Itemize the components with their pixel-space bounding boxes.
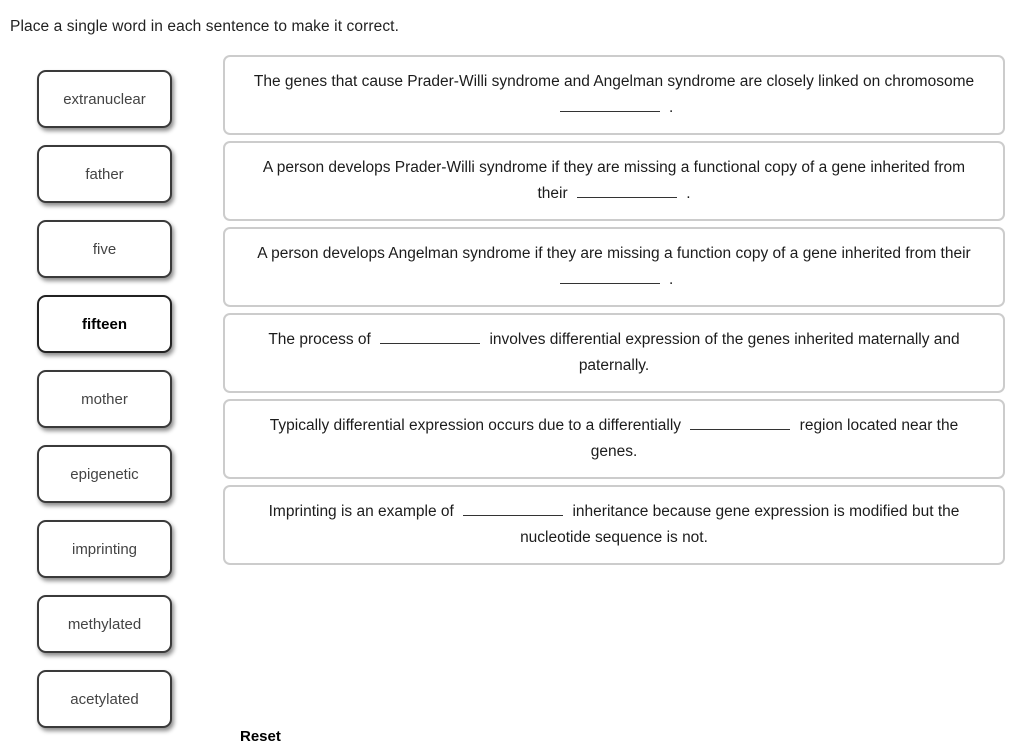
sentence-blank-dropzone[interactable] xyxy=(559,97,660,112)
sentence-text-after: . xyxy=(669,271,674,288)
sentence-box[interactable]: A person develops Prader-Willi syndrome … xyxy=(223,141,1005,221)
sentence-blank-dropzone[interactable] xyxy=(559,269,660,284)
word-tile[interactable]: epigenetic xyxy=(37,445,172,503)
sentence-text-before: Typically differential expression occurs… xyxy=(269,417,682,434)
word-tile[interactable]: imprinting xyxy=(37,520,172,578)
sentence-text-before: A person develops Angelman syndrome if t… xyxy=(257,245,971,262)
sentence-box[interactable]: Typically differential expression occurs… xyxy=(223,399,1005,479)
word-tile[interactable]: father xyxy=(37,145,172,203)
sentence-list: The genes that cause Prader-Willi syndro… xyxy=(223,55,1005,571)
sentence-text-before: Imprinting is an example of xyxy=(268,503,454,520)
sentence-box[interactable]: The genes that cause Prader-Willi syndro… xyxy=(223,55,1005,135)
sentence-blank-dropzone[interactable] xyxy=(576,183,677,198)
reset-button[interactable]: Reset xyxy=(240,728,281,745)
word-tile[interactable]: mother xyxy=(37,370,172,428)
sentence-box[interactable]: The process of involves differential exp… xyxy=(223,313,1005,393)
sentence-text-before: The genes that cause Prader-Willi syndro… xyxy=(253,73,975,90)
sentence-blank-dropzone[interactable] xyxy=(463,501,564,516)
word-tile[interactable]: extranuclear xyxy=(37,70,172,128)
sentence-text: The process of involves differential exp… xyxy=(251,327,977,379)
sentence-text: A person develops Prader-Willi syndrome … xyxy=(251,155,977,207)
sentence-box[interactable]: A person develops Angelman syndrome if t… xyxy=(223,227,1005,307)
sentence-text-before: A person develops Prader-Willi syndrome … xyxy=(262,159,966,202)
word-tile[interactable]: acetylated xyxy=(37,670,172,728)
sentence-text-after: . xyxy=(686,185,691,202)
sentence-text: Imprinting is an example of inheritance … xyxy=(251,499,977,551)
word-bank: extranuclear father five fifteen mother epige… xyxy=(37,70,174,745)
sentence-text-after: . xyxy=(669,99,674,116)
sentence-text-after: inheritance because gene expression is m… xyxy=(520,503,960,546)
sentence-blank-dropzone[interactable] xyxy=(690,415,791,430)
sentence-text: Typically differential expression occurs… xyxy=(251,413,977,465)
instruction-text: Place a single word in each sentence to … xyxy=(10,18,399,35)
sentence-text: A person develops Angelman syndrome if t… xyxy=(251,241,977,293)
sentence-text-after: region located near the genes. xyxy=(590,417,959,460)
sentence-box[interactable]: Imprinting is an example of inheritance … xyxy=(223,485,1005,565)
sentence-text: The genes that cause Prader-Willi syndro… xyxy=(251,69,977,121)
word-tile[interactable]: methylated xyxy=(37,595,172,653)
sentence-blank-dropzone[interactable] xyxy=(380,329,481,344)
sentence-text-after: involves differential expression of the … xyxy=(489,331,960,374)
sentence-text-before: The process of xyxy=(268,331,371,348)
word-tile[interactable]: five xyxy=(37,220,172,278)
word-tile[interactable]: fifteen xyxy=(37,295,172,353)
